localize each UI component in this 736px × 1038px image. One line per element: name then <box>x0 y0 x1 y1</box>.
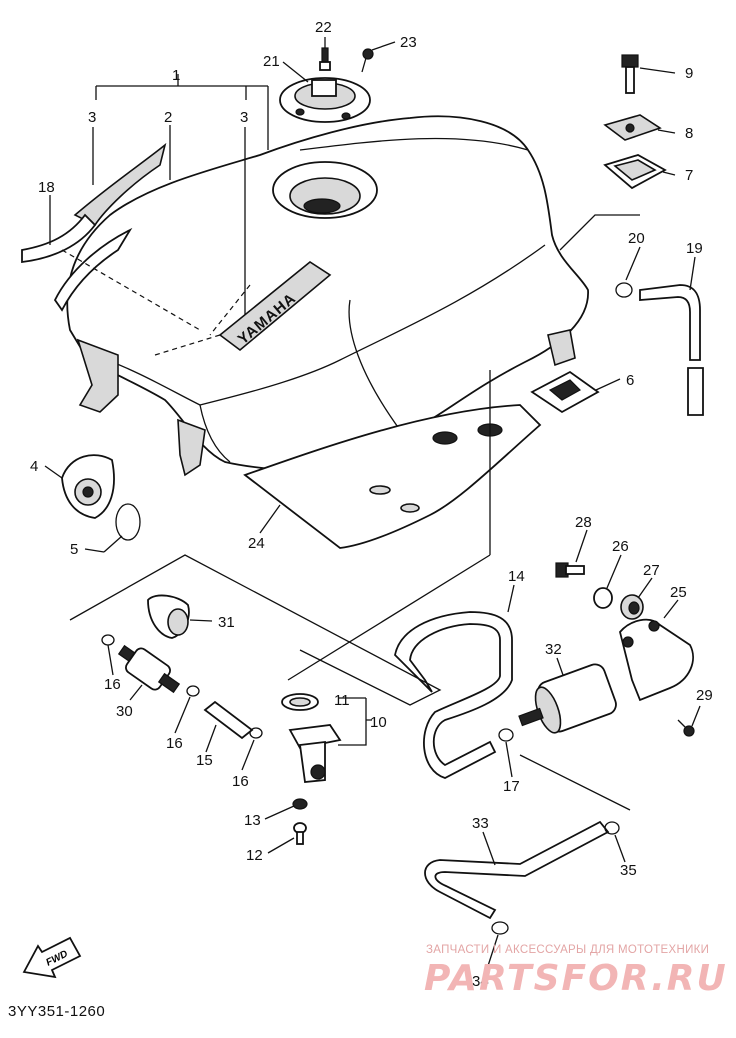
callout-32: 32 <box>545 641 562 658</box>
hose-15 <box>203 700 254 740</box>
callout-3: 3 <box>88 109 96 126</box>
callout-6: 6 <box>626 372 634 389</box>
callout-29: 29 <box>696 687 713 704</box>
watermark-tagline: ЗАПЧАСТИ И АКСЕССУАРЫ ДЛЯ МОТОТЕХНИКИ <box>426 944 710 956</box>
cap-screw <box>361 48 374 73</box>
fuel-cap <box>279 77 371 123</box>
callout-3: 3 <box>240 109 248 126</box>
fuel-cock-10 <box>281 693 342 783</box>
callout-35: 35 <box>620 862 637 879</box>
phantom-line <box>154 334 221 356</box>
washer-13 <box>292 798 308 810</box>
grommet-27 <box>620 594 644 620</box>
clip-20 <box>615 282 633 298</box>
watermark-logo: PARTSFOR.RU <box>424 958 728 999</box>
callout-11: 11 <box>334 692 350 709</box>
damper-6 <box>530 370 600 414</box>
callout-13: 13 <box>244 812 261 829</box>
screw-12 <box>293 822 307 845</box>
callout-16: 16 <box>166 735 183 752</box>
callout-31: 31 <box>218 614 235 631</box>
screw-29 <box>677 719 695 737</box>
callout-7: 7 <box>685 167 693 184</box>
damper-7 <box>603 154 667 190</box>
callout-22: 22 <box>315 19 332 36</box>
callout-20: 20 <box>628 230 645 247</box>
fuel-level-gauge-4 <box>61 454 115 519</box>
callout-21: 21 <box>263 53 280 70</box>
bolt-9 <box>621 54 639 94</box>
callout-17: 17 <box>503 778 520 795</box>
bolt-28 <box>555 562 585 578</box>
callout-9: 9 <box>685 65 693 82</box>
hose-33 <box>424 820 610 920</box>
callout-23: 23 <box>400 34 417 51</box>
fuel-filter-31 <box>147 594 190 639</box>
under-plate-24 <box>243 404 542 549</box>
hose-18 <box>21 213 97 264</box>
callout-26: 26 <box>612 538 629 555</box>
assembly-boundary <box>69 554 442 706</box>
callout-15: 15 <box>196 752 213 769</box>
side-emblem-decal <box>53 227 133 312</box>
callout-12: 12 <box>246 847 263 864</box>
hose-14 <box>394 611 513 779</box>
callout-labels: 1 2 3 3 18 22 23 21 9 8 7 20 19 6 4 5 24… <box>30 19 713 990</box>
callout-5: 5 <box>70 541 78 558</box>
fuel-tank: YAMAHA <box>66 115 589 477</box>
assembly-boundary <box>559 214 640 251</box>
pump-bracket-25 <box>619 618 694 702</box>
callout-10: 10 <box>370 714 387 731</box>
band-5 <box>103 503 141 553</box>
forward-arrow: FWD <box>22 936 82 979</box>
callout-4: 4 <box>30 458 38 475</box>
callout-33: 33 <box>472 815 489 832</box>
cap-key <box>319 47 331 71</box>
callout-1: 1 <box>172 67 180 84</box>
collar-26 <box>593 587 613 609</box>
callout-18: 18 <box>38 179 55 196</box>
fuel-pump-32 <box>518 663 617 734</box>
breather-hose-19 <box>639 284 704 416</box>
fuel-filter-30 <box>117 644 181 694</box>
callout-28: 28 <box>575 514 592 531</box>
tank-stripe-decal <box>73 142 167 227</box>
callout-8: 8 <box>685 125 693 142</box>
callout-24: 24 <box>248 535 265 552</box>
callout-14: 14 <box>508 568 525 585</box>
callout-25: 25 <box>670 584 687 601</box>
assembly-boundary <box>287 370 491 681</box>
leader-lines <box>44 37 701 973</box>
clamps-34-35 <box>491 821 620 935</box>
callout-27: 27 <box>643 562 660 579</box>
callout-2: 2 <box>164 109 172 126</box>
diagram-code: 3YY351-1260 <box>8 1003 106 1020</box>
callout-16: 16 <box>104 676 121 693</box>
callout-30: 30 <box>116 703 133 720</box>
callout-34: 34 <box>472 973 489 990</box>
clamp-17 <box>498 728 514 742</box>
phantom-line <box>209 284 251 336</box>
callout-19: 19 <box>686 240 703 257</box>
damper-8 <box>603 114 662 141</box>
callout-16: 16 <box>232 773 249 790</box>
assembly-boundary <box>519 754 631 811</box>
